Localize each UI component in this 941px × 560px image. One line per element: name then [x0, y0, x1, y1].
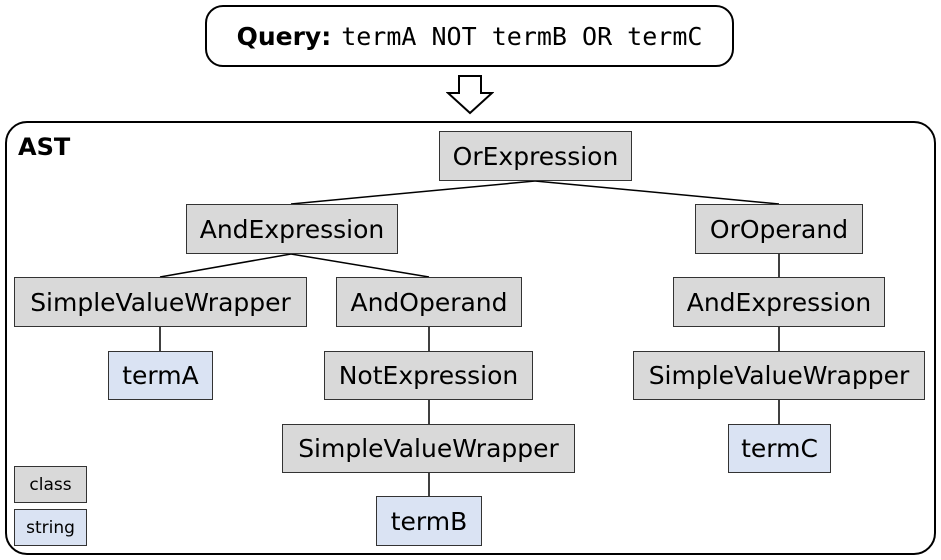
- node-term-a: termA: [108, 351, 213, 400]
- node-simple-value-wrapper-middle: SimpleValueWrapper: [282, 424, 575, 473]
- edge-and-to-andoperand: [290, 253, 430, 278]
- node-simple-value-wrapper: SimpleValueWrapper: [14, 277, 307, 327]
- node-term-c: termC: [728, 424, 831, 473]
- legend-class: class: [14, 466, 87, 503]
- legend-string: string: [14, 509, 87, 546]
- node-term-b: termB: [376, 496, 482, 546]
- node-simple-value-wrapper-right: SimpleValueWrapper: [633, 351, 925, 400]
- query-expression: termA NOT termB OR termC: [341, 21, 703, 51]
- node-and-operand: AndOperand: [336, 277, 522, 327]
- edge-and-to-svw: [159, 253, 292, 278]
- edge-or-to-and: [290, 180, 536, 205]
- node-and-expression-right: AndExpression: [673, 277, 885, 327]
- ast-title: AST: [18, 133, 71, 161]
- edge-or-to-oroperand: [534, 180, 780, 205]
- node-and-expression: AndExpression: [186, 204, 398, 254]
- query-label: Query:: [236, 21, 332, 51]
- node-or-operand: OrOperand: [695, 204, 863, 254]
- node-or-expression: OrExpression: [439, 131, 632, 181]
- down-arrow-icon: [446, 75, 494, 115]
- node-not-expression: NotExpression: [324, 351, 533, 400]
- query-box: Query: termA NOT termB OR termC: [205, 5, 734, 67]
